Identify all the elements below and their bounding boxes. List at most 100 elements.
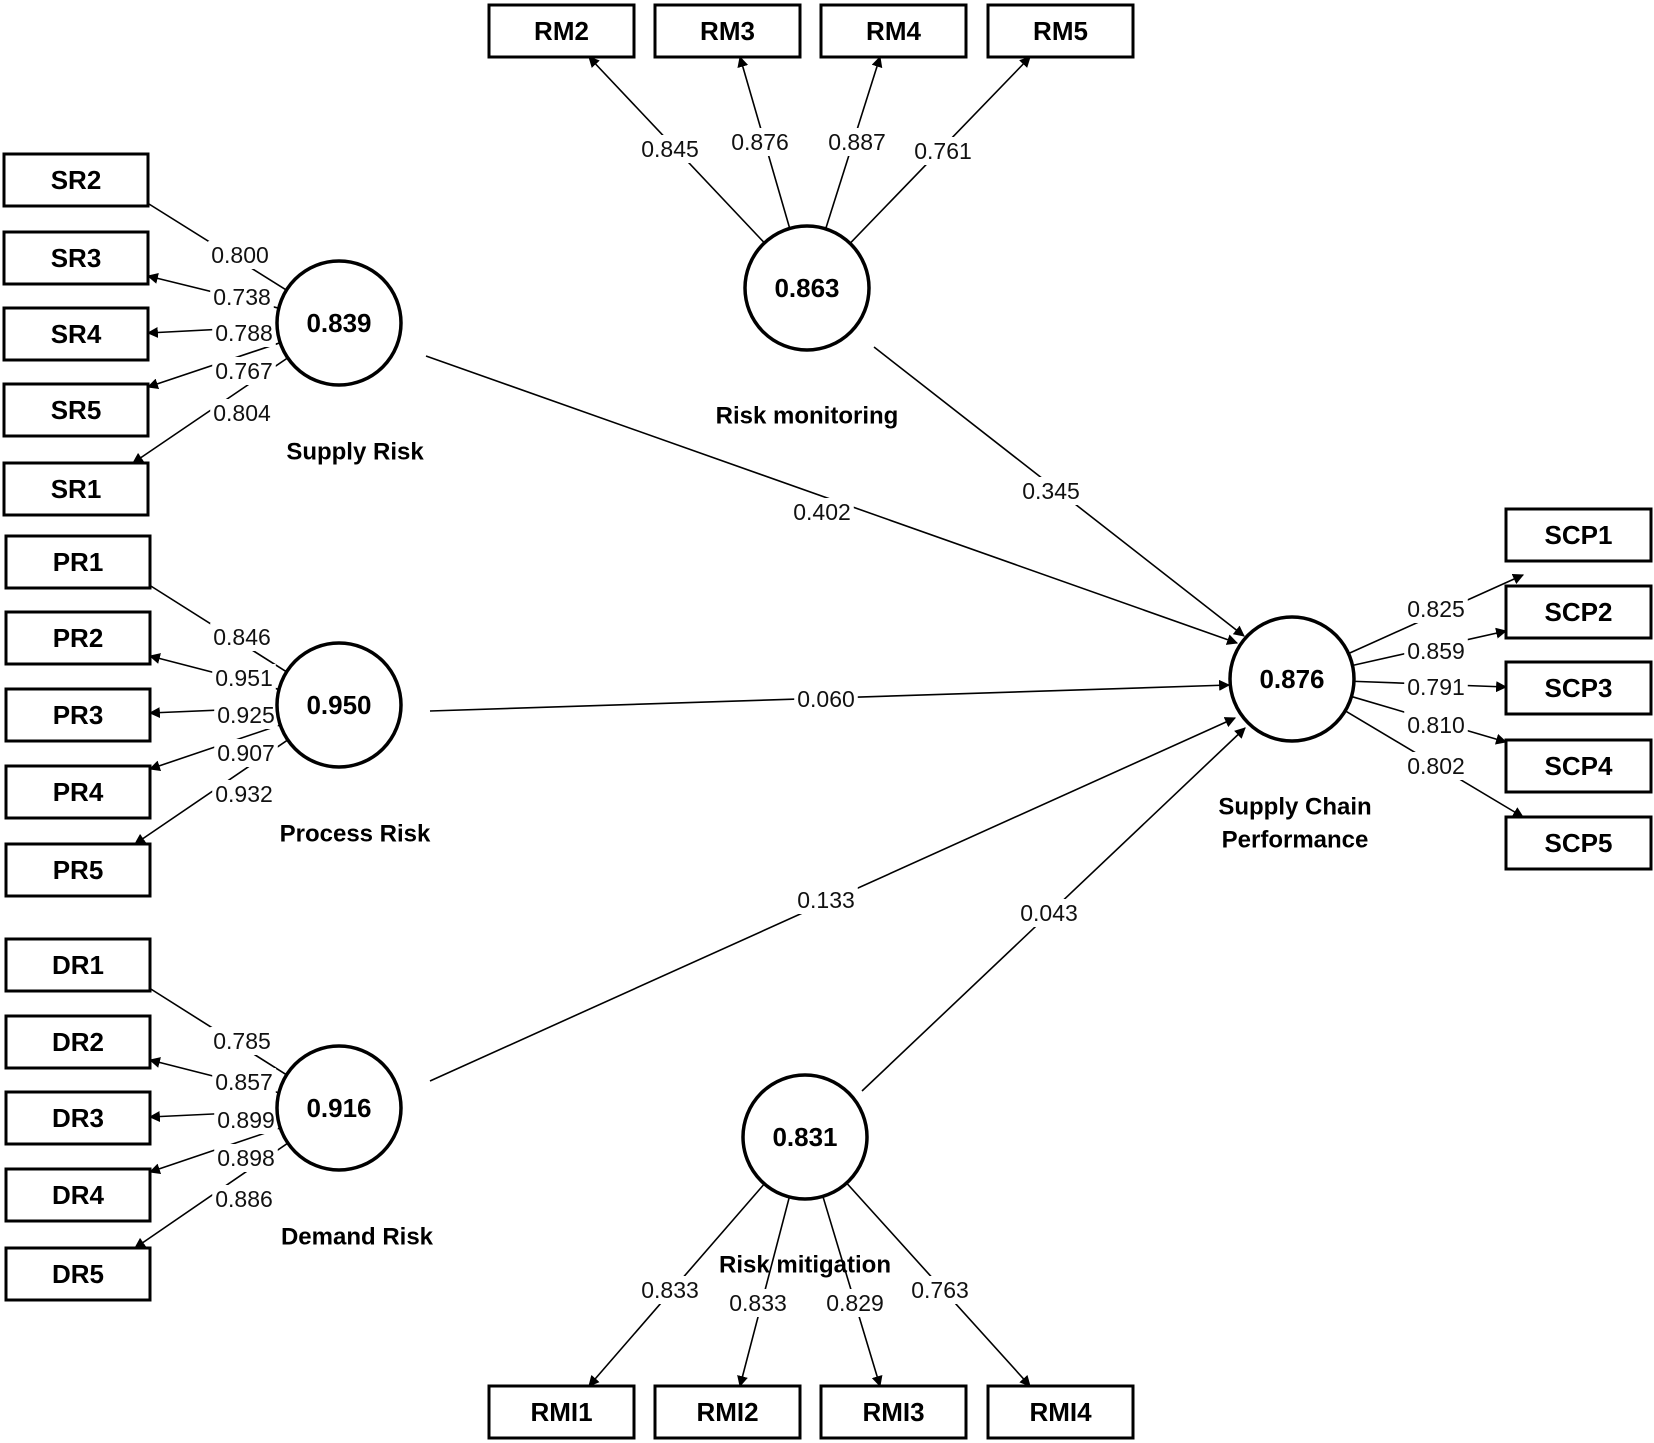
loading-value-dr4: 0.898 [217, 1145, 275, 1171]
loading-value-scp5-group: 0.802 [1404, 752, 1468, 780]
construct-value: 0.916 [306, 1093, 371, 1123]
indicator-frame [4, 687, 152, 743]
indicator-label: SCP4 [1545, 751, 1613, 781]
indicator-box-scp3: SCP3 [1504, 660, 1653, 716]
loading-value-sr5-background [212, 357, 276, 385]
loading-value-dr2-background [212, 1068, 276, 1096]
indicator-frame [2, 230, 150, 286]
indicator-label: SR4 [51, 319, 102, 349]
loading-value-scp4-background [1404, 711, 1468, 739]
indicator-label: SR3 [51, 243, 102, 273]
loading-value-rmi1-group: 0.833 [638, 1276, 702, 1304]
indicator-box-rmi3: RMI3 [819, 1384, 968, 1440]
indicator-label: RMI4 [1029, 1397, 1092, 1427]
indicator-box-dr1: DR1 [4, 937, 152, 993]
indicator-label: SCP2 [1545, 597, 1613, 627]
indicator-label: PR1 [53, 547, 104, 577]
construct-name: Risk monitoring [716, 403, 899, 430]
loading-value-rmi1-background [638, 1276, 702, 1304]
construct-circle [743, 224, 871, 352]
loading-value-dr5: 0.886 [215, 1186, 273, 1212]
indicator-frame [819, 3, 968, 59]
loading-value-rm5-group: 0.761 [911, 137, 975, 165]
indicator-box-rmi1: RMI1 [487, 1384, 636, 1440]
indicator-frame [4, 842, 152, 898]
loading-value-rmi3-background [823, 1289, 887, 1317]
indicator-frame [2, 382, 150, 438]
indicator-label: SCP5 [1545, 828, 1613, 858]
indicator-frame [1504, 584, 1653, 640]
path-coefficient-risk_mitigation-group: 0.043 [1017, 899, 1081, 927]
path-coefficient-process_risk-group: 0.060 [794, 685, 858, 713]
indicator-box-sr2: SR2 [2, 152, 150, 208]
indicator-label: SR5 [51, 395, 102, 425]
indicator-label: RM3 [700, 16, 755, 46]
loading-value-sr1-background [210, 399, 274, 427]
construct-name: Demand Risk [281, 1224, 434, 1251]
loading-value-rm2-group: 0.845 [638, 135, 702, 163]
loading-value-pr4-group: 0.907 [214, 739, 278, 767]
indicator-label: DR2 [52, 1027, 104, 1057]
loading-value-sr4-background [212, 319, 276, 347]
indicator-frame [653, 3, 802, 59]
path-coefficient-demand_risk: 0.133 [797, 887, 855, 913]
loading-value-dr3-group: 0.899 [214, 1106, 278, 1134]
loading-value-dr2-group: 0.857 [212, 1068, 276, 1096]
indicator-box-sr3: SR3 [2, 230, 150, 286]
loading-value-scp3-background [1404, 673, 1468, 701]
indicator-frame [2, 461, 150, 517]
loading-value-rm5: 0.761 [914, 138, 972, 164]
indicator-frame [1504, 507, 1653, 563]
indicator-label: RMI3 [862, 1397, 924, 1427]
indicator-box-pr1: PR1 [4, 534, 152, 590]
loading-value-rmi2-background [726, 1289, 790, 1317]
construct-name: Process Risk [280, 821, 431, 848]
loading-value-scp5: 0.802 [1407, 753, 1465, 779]
construct-name: Performance [1222, 827, 1369, 854]
indicator-label: DR3 [52, 1103, 104, 1133]
indicator-label: DR5 [52, 1259, 104, 1289]
loading-value-pr1: 0.846 [213, 624, 271, 650]
indicator-label: RM5 [1033, 16, 1088, 46]
indicator-box-rmi4: RMI4 [986, 1384, 1135, 1440]
indicator-box-dr5: DR5 [4, 1246, 152, 1302]
loading-value-sr2: 0.800 [211, 242, 269, 268]
indicator-frame [4, 1246, 152, 1302]
loading-value-sr4-group: 0.788 [212, 319, 276, 347]
loading-value-pr5-group: 0.932 [212, 780, 276, 808]
construct-circle [1228, 615, 1356, 743]
loading-value-rmi3: 0.829 [826, 1290, 884, 1316]
loading-value-rmi3-group: 0.829 [823, 1289, 887, 1317]
indicator-label: PR5 [53, 855, 104, 885]
loading-value-pr2-background [212, 664, 276, 692]
construct-value: 0.876 [1259, 664, 1324, 694]
loading-value-pr1-group: 0.846 [210, 623, 274, 651]
path-coefficient-demand_risk-group: 0.133 [794, 886, 858, 914]
loading-value-rm5-background [911, 137, 975, 165]
loading-value-sr3: 0.738 [213, 284, 271, 310]
indicator-label: PR4 [53, 777, 104, 807]
loading-value-scp4-group: 0.810 [1404, 711, 1468, 739]
loading-value-rmi4: 0.763 [911, 1277, 969, 1303]
construct-name: Supply Risk [286, 439, 424, 466]
construct-circle [275, 641, 403, 769]
path-coefficient-supply_risk-group: 0.402 [790, 498, 854, 526]
indicator-frame [487, 3, 636, 59]
node-layer: SR2SR3SR4SR5SR1PR1PR2PR3PR4PR5DR1DR2DR3D… [2, 3, 1653, 1440]
loading-value-dr3: 0.899 [217, 1107, 275, 1133]
loading-value-scp2-background [1404, 637, 1468, 665]
indicator-box-rm3: RM3 [653, 3, 802, 59]
loading-value-sr5: 0.767 [215, 358, 273, 384]
loading-value-pr2: 0.951 [215, 665, 273, 691]
indicator-frame [986, 1384, 1135, 1440]
loading-value-pr5-background [212, 780, 276, 808]
indicator-frame [986, 3, 1135, 59]
loading-value-dr4-group: 0.898 [214, 1144, 278, 1172]
loading-value-pr1-background [210, 623, 274, 651]
path-coefficient-risk_monitoring-background [1019, 477, 1083, 505]
loading-value-pr3-group: 0.925 [214, 701, 278, 729]
loading-value-dr3-background [214, 1106, 278, 1134]
loading-value-scp2-group: 0.859 [1404, 637, 1468, 665]
